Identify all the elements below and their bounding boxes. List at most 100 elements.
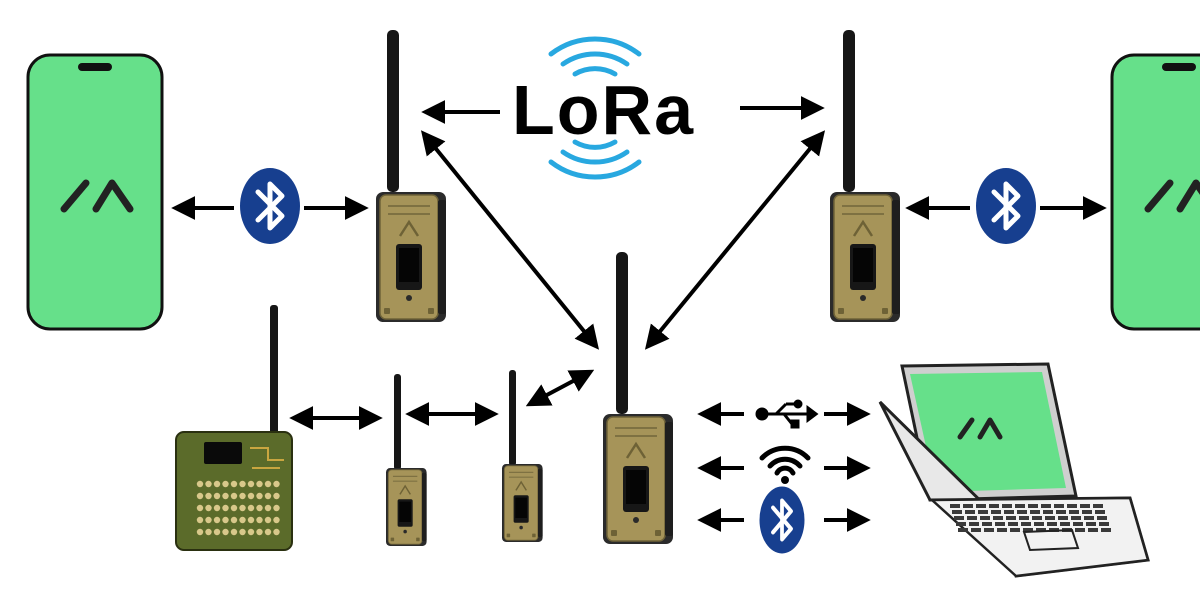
laptop-key <box>984 528 994 532</box>
lora-node-top-right <box>828 30 902 324</box>
laptop-key <box>1028 504 1038 508</box>
laptop-key <box>1099 522 1109 526</box>
phone-right <box>1112 55 1200 329</box>
laptop-key <box>1036 528 1046 532</box>
phone-left <box>28 55 162 329</box>
keyboard-key <box>273 480 280 488</box>
laptop-key <box>1032 516 1042 520</box>
keyboard-key <box>213 504 221 512</box>
keyboard-key <box>264 516 272 524</box>
keyboard-key <box>213 528 221 536</box>
laptop-key <box>1088 528 1098 532</box>
usb-icon <box>755 399 819 429</box>
lora-node-small-1 <box>385 374 428 547</box>
keyboard-key <box>273 528 280 536</box>
keyboard-key <box>247 480 255 488</box>
keyboard-key <box>273 504 280 512</box>
keyboard-key <box>256 528 263 536</box>
lora-title: LoRa <box>512 71 695 149</box>
keyboard-key <box>222 528 229 536</box>
keyboard-key <box>196 504 204 512</box>
keyboard-key <box>239 480 246 488</box>
laptop-key <box>982 522 992 526</box>
laptop-key <box>1008 522 1018 526</box>
keyboard-key <box>273 492 280 500</box>
keyboard-key <box>230 528 238 536</box>
laptop-keyboard <box>950 504 1111 532</box>
trackpad <box>1022 528 1080 552</box>
antenna <box>394 374 401 470</box>
lora-wave-top-icon <box>548 36 642 77</box>
laptop-key <box>956 522 966 526</box>
laptop-key <box>976 504 986 508</box>
laptop-key <box>989 504 999 508</box>
keyboard-device <box>175 305 293 551</box>
laptop-key <box>1093 504 1103 508</box>
keyboard-key <box>264 528 272 536</box>
laptop-key <box>1058 516 1068 520</box>
keyboard-key <box>256 504 263 512</box>
lora-node-center <box>601 252 675 546</box>
keyboard-key <box>230 504 238 512</box>
antenna <box>509 370 516 466</box>
laptop-key <box>1047 522 1057 526</box>
bluetooth-icon <box>240 168 300 244</box>
laptop-key <box>1006 516 1016 520</box>
antenna <box>616 252 628 414</box>
keyboard-key <box>264 480 272 488</box>
keyboard-key <box>247 504 255 512</box>
keyboard-key <box>196 492 204 500</box>
laptop-key <box>1045 516 1055 520</box>
laptop-key <box>1086 522 1096 526</box>
keyboard-key <box>247 492 255 500</box>
laptop-key <box>1004 510 1014 514</box>
laptop-key <box>1010 528 1020 532</box>
laptop-key <box>1021 522 1031 526</box>
laptop-key <box>1075 528 1085 532</box>
antenna <box>270 305 278 435</box>
keyboard-key <box>273 516 280 524</box>
laptop-key <box>1073 522 1083 526</box>
keyboard-key <box>205 504 212 512</box>
laptop-key <box>1017 510 1027 514</box>
keyboard-key <box>247 528 255 536</box>
laptop-key <box>965 510 975 514</box>
laptop-key <box>1015 504 1025 508</box>
laptop-key <box>958 528 968 532</box>
bluetooth-icon <box>760 487 805 554</box>
laptop-key <box>1067 504 1077 508</box>
keyboard-key <box>239 492 246 500</box>
keyboard-key <box>239 504 246 512</box>
keyboard-key <box>222 480 229 488</box>
laptop <box>878 362 1150 578</box>
laptop-key <box>1023 528 1033 532</box>
laptop-key <box>963 504 973 508</box>
keyboard-key <box>213 492 221 500</box>
keyboard-key <box>213 480 221 488</box>
laptop-key <box>997 528 1007 532</box>
laptop-key <box>993 516 1003 520</box>
laptop-key <box>967 516 977 520</box>
antenna <box>843 30 855 192</box>
laptop-key <box>980 516 990 520</box>
keyboard-key <box>196 516 204 524</box>
laptop-key <box>1043 510 1053 514</box>
laptop-key <box>969 522 979 526</box>
keyboard-key <box>205 480 212 488</box>
laptop-key <box>1030 510 1040 514</box>
laptop-key <box>991 510 1001 514</box>
keyboard-key <box>205 492 212 500</box>
keyboard-key <box>205 516 212 524</box>
wifi-icon <box>759 445 811 484</box>
keyboard-key <box>264 504 272 512</box>
app-logo-laptop <box>957 417 1003 440</box>
connection-arrows <box>171 96 1107 532</box>
keyboard-key <box>256 492 263 500</box>
keyboard-key <box>264 492 272 500</box>
laptop-key <box>971 528 981 532</box>
keyboard-key <box>239 528 246 536</box>
bluetooth-icon <box>976 168 1036 244</box>
lora-node-top-left <box>374 30 448 324</box>
lora-node-small-2 <box>501 370 544 543</box>
